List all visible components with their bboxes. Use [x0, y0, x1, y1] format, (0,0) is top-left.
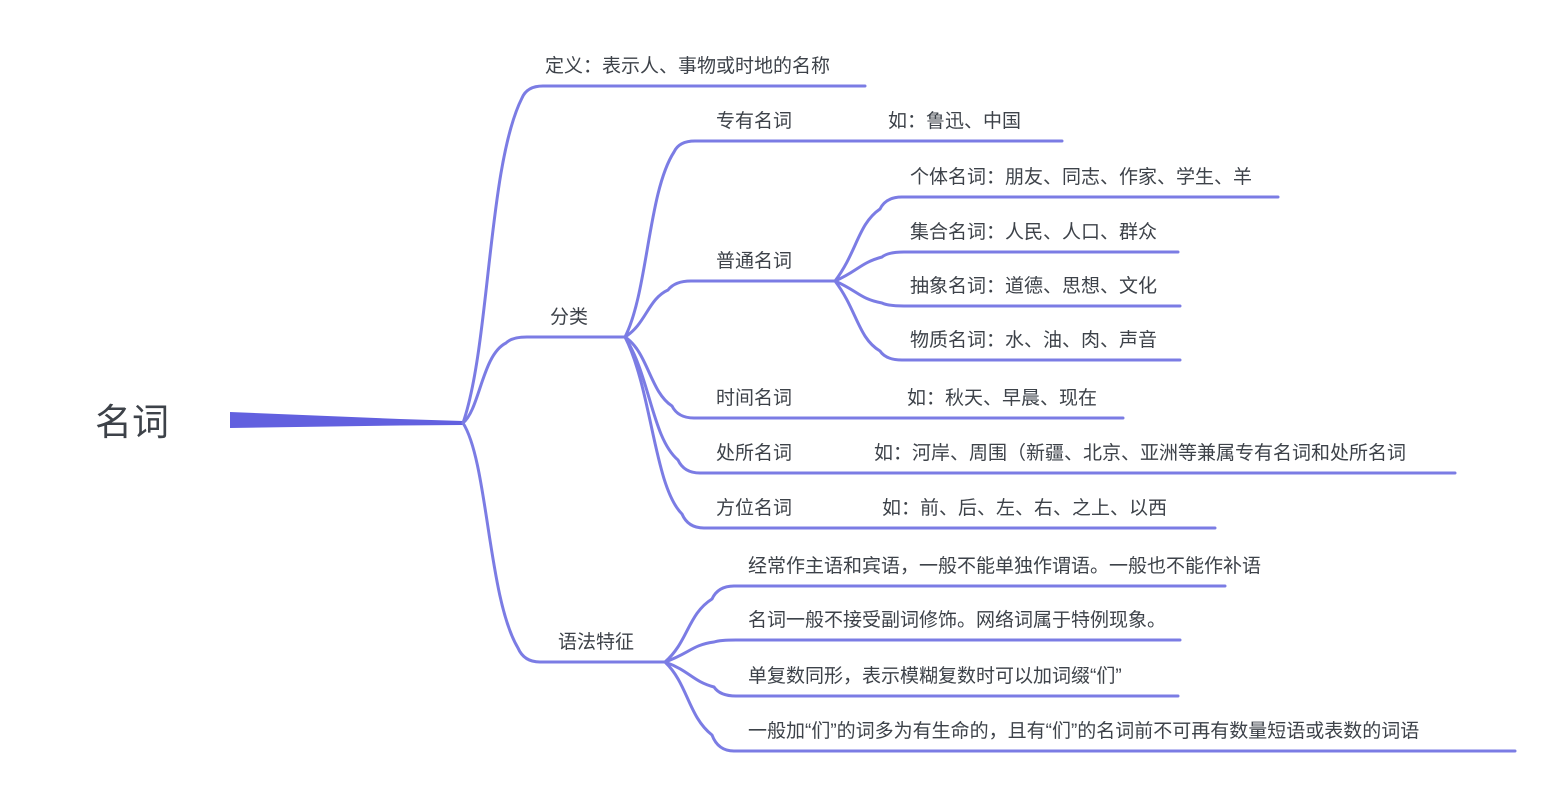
time-noun-node[interactable]: 时间名词 [716, 388, 793, 409]
root-node[interactable]: 名词 [95, 402, 169, 443]
grammar-feature-2[interactable]: 名词一般不接受副词修饰。网络词属于特例现象。 [748, 610, 1167, 631]
place-noun-node[interactable]: 处所名词 [716, 443, 793, 464]
branch-common [623, 279, 837, 339]
collective-noun-node[interactable]: 集合名词：人民、人口、群众 [910, 222, 1158, 243]
grammar-feature-3[interactable]: 单复数同形，表示模糊复数时可以加词缀“们” [748, 666, 1122, 687]
direction-noun-example[interactable]: 如：前、后、左、右、之上、以西 [882, 498, 1168, 519]
branch-root-grammar [461, 421, 667, 664]
grammar-feature-4[interactable]: 一般加“们”的词多为有生命的，且有“们”的名词前不可再有数量短语或表数的词语 [748, 721, 1420, 742]
branch-place [623, 335, 1457, 475]
branch-proper [623, 139, 1064, 339]
material-noun-node[interactable]: 物质名词：水、油、肉、声音 [910, 330, 1158, 351]
branch-collective-noun [833, 250, 1180, 283]
branch-grammar-feature-4 [663, 660, 1517, 753]
branch-root-classification [461, 335, 627, 425]
branch-grammar-feature-1 [663, 584, 1227, 664]
proper-noun-node[interactable]: 专有名词 [716, 111, 793, 132]
branch-time [623, 335, 1125, 420]
direction-noun-node[interactable]: 方位名词 [716, 498, 793, 519]
branch-direction [623, 335, 1217, 530]
classification-node[interactable]: 分类 [550, 307, 589, 328]
branch-abstract-noun [833, 279, 1182, 308]
grammar-node[interactable]: 语法特征 [558, 632, 635, 653]
branch-material-noun [833, 279, 1182, 362]
place-noun-example[interactable]: 如：河岸、周围（新疆、北京、亚洲等兼属专有名词和处所名词 [874, 443, 1407, 464]
grammar-feature-1[interactable]: 经常作主语和宾语，一般不能单独作谓语。一般也不能作补语 [748, 556, 1262, 577]
proper-noun-example[interactable]: 如：鲁迅、中国 [888, 111, 1022, 132]
definition-node[interactable]: 定义：表示人、事物或时地的名称 [545, 56, 831, 77]
root-branch-wedge [230, 412, 463, 428]
abstract-noun-node[interactable]: 抽象名词：道德、思想、文化 [910, 276, 1158, 297]
branch-individual-noun [833, 195, 1280, 283]
branch-grammar-feature-3 [663, 660, 1180, 698]
individual-noun-node[interactable]: 个体名词：朋友、同志、作家、学生、羊 [910, 167, 1253, 188]
branch-grammar-feature-2 [663, 638, 1182, 664]
branch-root-definition [461, 84, 867, 425]
time-noun-example[interactable]: 如：秋天、早晨、现在 [907, 388, 1098, 409]
common-noun-node[interactable]: 普通名词 [716, 251, 793, 272]
